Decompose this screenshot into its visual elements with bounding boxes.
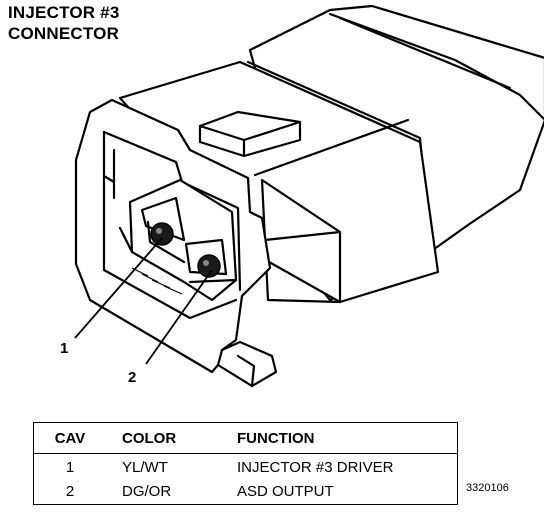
cavity-1-terminal <box>150 222 174 246</box>
figure-id: 3320106 <box>466 482 509 494</box>
diagram-title-line-1: INJECTOR #3 <box>8 3 120 22</box>
row-2-color: DG/OR <box>122 483 172 501</box>
cavity-2-terminal <box>197 254 221 278</box>
boot-ridge <box>328 12 544 121</box>
row-1-cav: 1 <box>65 459 75 477</box>
body-front-edge <box>263 230 342 242</box>
callout-1-leader <box>74 237 163 339</box>
row-2-function: ASD OUTPUT <box>237 483 334 501</box>
header-color: COLOR <box>106 422 237 454</box>
row-1-color: YL/WT <box>122 459 168 477</box>
boot-edge <box>338 16 512 90</box>
pinout-table: CAV COLOR FUNCTION 1 YL/WT INJECTOR #3 D… <box>33 422 458 505</box>
header-cav: CAV <box>33 422 106 454</box>
table-row: 2 DG/OR ASD OUTPUT <box>34 480 458 504</box>
header-function: FUNCTION <box>237 422 458 454</box>
diagram-title-line-2: CONNECTOR <box>8 24 120 43</box>
row-1-function: INJECTOR #3 DRIVER <box>237 459 394 477</box>
connector-drawing <box>74 4 544 388</box>
front-frame-inner <box>102 130 238 320</box>
callout-2-leader <box>145 269 213 365</box>
lock-tab <box>198 110 302 158</box>
diagram-title: INJECTOR #3 CONNECTOR <box>8 2 119 44</box>
table-row: 1 YL/WT INJECTOR #3 DRIVER <box>34 454 458 481</box>
table-header-row: CAV COLOR FUNCTION <box>33 422 458 454</box>
row-2-cav: 2 <box>65 483 75 501</box>
body-top-edge <box>253 118 410 177</box>
callout-label-1: 1 <box>60 340 69 357</box>
callout-label-2: 2 <box>128 369 137 386</box>
